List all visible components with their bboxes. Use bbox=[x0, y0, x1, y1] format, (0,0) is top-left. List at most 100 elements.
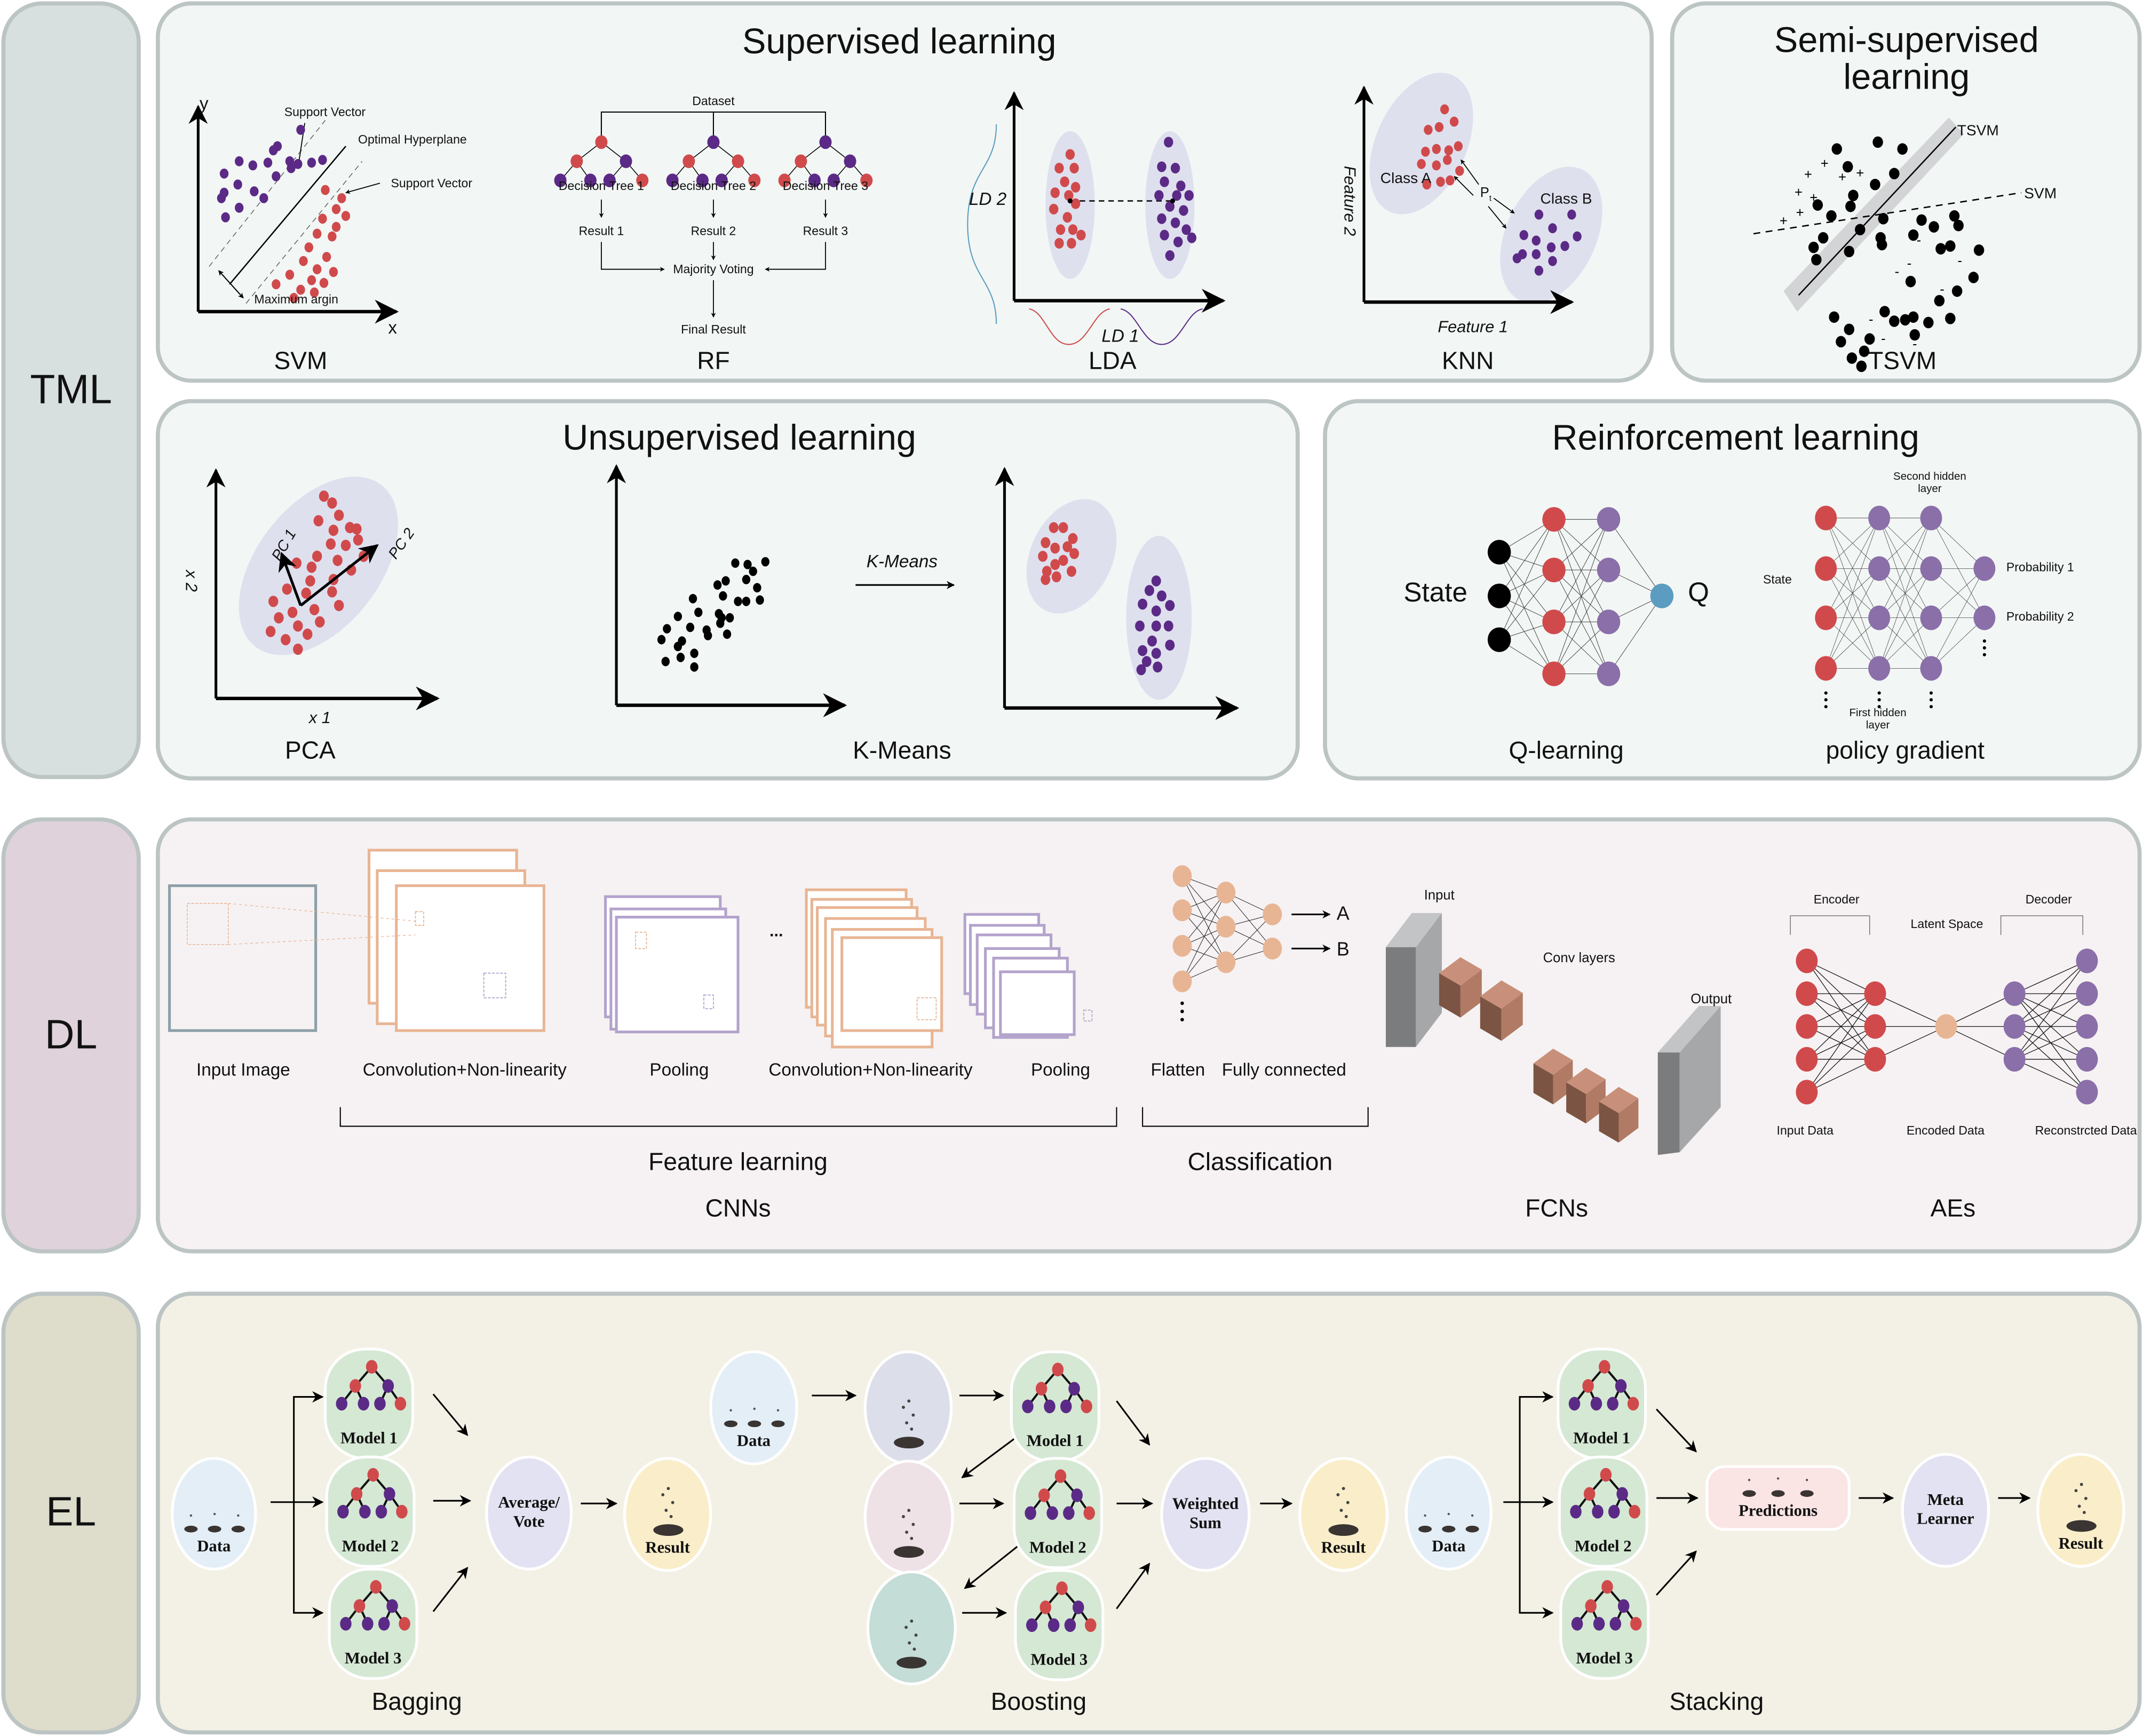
kmeans-red-point bbox=[1058, 522, 1068, 533]
bagging-data-node: Data bbox=[171, 1457, 257, 1571]
boosting-data-node: Data bbox=[709, 1350, 798, 1465]
pca-point bbox=[293, 620, 303, 632]
tree-node bbox=[1046, 1506, 1058, 1520]
tsvm-unlabeled-point bbox=[1844, 323, 1855, 336]
supervised-title: Supervised learning bbox=[742, 20, 1057, 62]
tsvm-unlabeled-point bbox=[1846, 352, 1858, 364]
stacking-name: Stacking bbox=[1669, 1688, 1764, 1716]
knn-class-a-label: Class A bbox=[1380, 171, 1432, 187]
rf-dataset-label: Dataset bbox=[692, 94, 735, 108]
soil-pile-icon bbox=[881, 1506, 936, 1558]
lda-red-point bbox=[1049, 203, 1059, 215]
kmeans-purple-point bbox=[1151, 605, 1161, 617]
pg-ellipsis-dot bbox=[1824, 705, 1828, 709]
pg-name: policy gradient bbox=[1825, 736, 1985, 764]
pca-point bbox=[327, 586, 337, 598]
bagging-model-1-label: Model 1 bbox=[340, 1428, 398, 1448]
tree-node bbox=[1599, 1360, 1610, 1374]
knn-point-subscript: t bbox=[1489, 195, 1492, 204]
lda-ld2-curve bbox=[967, 124, 997, 324]
fc-edge bbox=[1181, 892, 1226, 982]
svm-red-point bbox=[321, 185, 330, 195]
svm-purple-point bbox=[219, 187, 229, 198]
fc-ellipsis-dot bbox=[1180, 1018, 1184, 1021]
svm-purple-point bbox=[235, 156, 244, 167]
decision-tree-icon bbox=[336, 1360, 407, 1411]
pg-hidden2-node bbox=[1920, 505, 1942, 530]
tree-node bbox=[375, 1504, 387, 1519]
pg-ellipsis-dot bbox=[1982, 639, 1986, 643]
bagging-aggregate-line1: Average/ bbox=[498, 1493, 560, 1512]
stacking-model-3-label: Model 3 bbox=[1576, 1648, 1633, 1668]
tsvm-unlabeled-point bbox=[1945, 240, 1956, 252]
rf-tree-node bbox=[595, 135, 608, 149]
tree-node bbox=[1629, 1504, 1640, 1519]
boosting-model-1-label: Model 1 bbox=[1026, 1431, 1084, 1450]
tsvm-unlabeled-point bbox=[1905, 275, 1916, 288]
svm-red-point bbox=[272, 279, 281, 290]
rf-tree-node bbox=[778, 173, 791, 187]
ae-edge bbox=[1806, 1059, 1876, 1092]
ql-state-node bbox=[1487, 540, 1511, 565]
tsvm-negative-label: - bbox=[1912, 337, 1917, 352]
pg-ellipsis-dot bbox=[1929, 698, 1933, 702]
ae-edge bbox=[2014, 993, 2088, 1060]
boosting-model-3-label: Model 3 bbox=[1030, 1650, 1088, 1669]
tree-node bbox=[1056, 1581, 1068, 1595]
ql-name: Q-learning bbox=[1509, 736, 1624, 764]
cnn-receptive-field bbox=[415, 911, 424, 926]
fc-node bbox=[1172, 934, 1192, 957]
knn-class-b-point bbox=[1546, 242, 1556, 253]
pca-point bbox=[281, 634, 291, 646]
svm-purple-point bbox=[272, 171, 281, 181]
kmeans-raw-point bbox=[673, 641, 682, 652]
pca-point bbox=[315, 616, 325, 628]
lda-red-point bbox=[1068, 224, 1078, 235]
rf-tree-node bbox=[707, 135, 720, 149]
category-el-label: EL bbox=[46, 1489, 97, 1535]
tree-node bbox=[1607, 1397, 1618, 1411]
kmeans-red-point bbox=[1067, 566, 1076, 577]
fcn-conv-cube-top bbox=[1480, 980, 1523, 1009]
decision-tree-icon bbox=[1025, 1469, 1096, 1520]
tsvm-positive-label: + bbox=[1856, 166, 1864, 181]
fc-node bbox=[1216, 881, 1236, 903]
fc-node bbox=[1172, 865, 1192, 887]
knn-class-a-point bbox=[1440, 104, 1449, 115]
kmeans-raw-point bbox=[743, 559, 752, 569]
svm-red-point bbox=[285, 269, 295, 280]
svm-red-point bbox=[307, 275, 316, 286]
tsvm-unlabeled-point bbox=[1889, 315, 1900, 327]
semi-supervised-title-line1: Semi-supervised bbox=[1774, 19, 2039, 60]
tree-node bbox=[359, 1504, 371, 1519]
pca-point bbox=[313, 515, 323, 527]
pg-hidden1-node bbox=[1868, 556, 1891, 581]
lda-purple-point bbox=[1184, 190, 1194, 201]
boosting-aggregate-line1: Weighted bbox=[1172, 1494, 1239, 1513]
rf-tree-node bbox=[682, 154, 695, 169]
tsvm-unlabeled-point bbox=[1812, 199, 1823, 211]
kmeans-raw-point bbox=[734, 597, 742, 606]
knn-class-a-point bbox=[1436, 177, 1445, 187]
tree-node bbox=[340, 1616, 352, 1631]
svm-optimal-hyperplane-label: Optimal Hyperplane bbox=[358, 132, 467, 147]
tree-node bbox=[1025, 1506, 1036, 1520]
stacking-arrow-model1 bbox=[1519, 1391, 1554, 1502]
kmeans-red-point bbox=[1062, 541, 1073, 552]
kmeans-purple-point bbox=[1138, 645, 1148, 656]
rf-tree-node bbox=[808, 173, 821, 187]
cnn-projection-line bbox=[228, 903, 416, 922]
tree-node bbox=[1044, 1399, 1055, 1414]
knn-class-a-point bbox=[1434, 122, 1444, 132]
knn-class-b-point bbox=[1531, 249, 1541, 259]
soil-pile-icon bbox=[1411, 1503, 1486, 1534]
tsvm-unlabeled-point bbox=[1877, 239, 1887, 251]
tree-node bbox=[1068, 1382, 1080, 1396]
cnn-dots: ... bbox=[769, 921, 783, 941]
knn-class-a-point bbox=[1432, 160, 1441, 171]
cnn-out-a-label: A bbox=[1336, 902, 1350, 924]
pg-edge bbox=[1879, 518, 1932, 669]
